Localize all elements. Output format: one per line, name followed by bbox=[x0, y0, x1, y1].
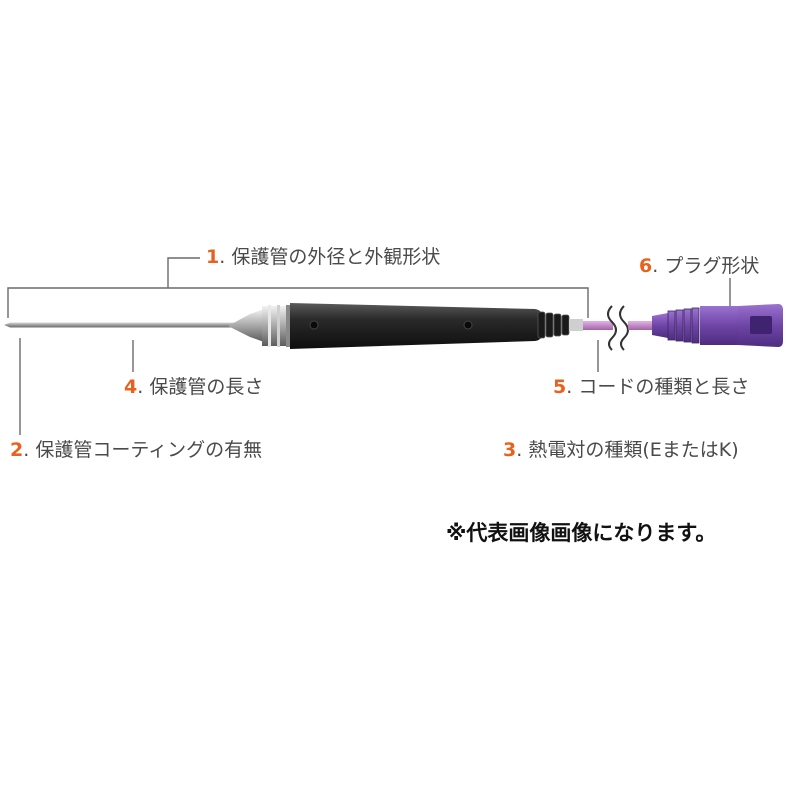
label-1: 1. 保護管の外径と外観形状 bbox=[206, 246, 440, 268]
plug-icon bbox=[628, 304, 783, 347]
representative-image-note: ※代表画像画像になります。 bbox=[446, 521, 717, 545]
label-5: 5. コードの種類と長さ bbox=[553, 376, 749, 398]
label-4: 4. 保護管の長さ bbox=[124, 376, 263, 398]
label-3-text: . 熱電対の種類(EまたはK) bbox=[516, 439, 739, 461]
label-3: 3. 熱電対の種類(EまたはK) bbox=[503, 439, 739, 461]
label-1-text: . 保護管の外径と外観形状 bbox=[219, 246, 441, 268]
label-6: 6. プラグ形状 bbox=[639, 255, 759, 277]
leader-lines bbox=[19, 278, 731, 435]
label-4-number: 4 bbox=[124, 376, 138, 398]
label-2-number: 2 bbox=[10, 439, 24, 461]
label-5-number: 5 bbox=[553, 376, 567, 398]
label-2-text: . 保護管コーティングの有無 bbox=[23, 439, 263, 461]
label-4-text: . 保護管の長さ bbox=[137, 376, 264, 398]
label-3-number: 3 bbox=[503, 439, 517, 461]
bracket-1 bbox=[7, 257, 589, 318]
label-1-number: 1 bbox=[206, 246, 220, 268]
label-6-number: 6 bbox=[639, 255, 653, 277]
label-5-text: . コードの種類と長さ bbox=[566, 376, 750, 398]
label-2: 2. 保護管コーティングの有無 bbox=[10, 439, 262, 461]
label-6-text: . プラグ形状 bbox=[652, 255, 760, 277]
probe-image bbox=[4, 303, 613, 349]
